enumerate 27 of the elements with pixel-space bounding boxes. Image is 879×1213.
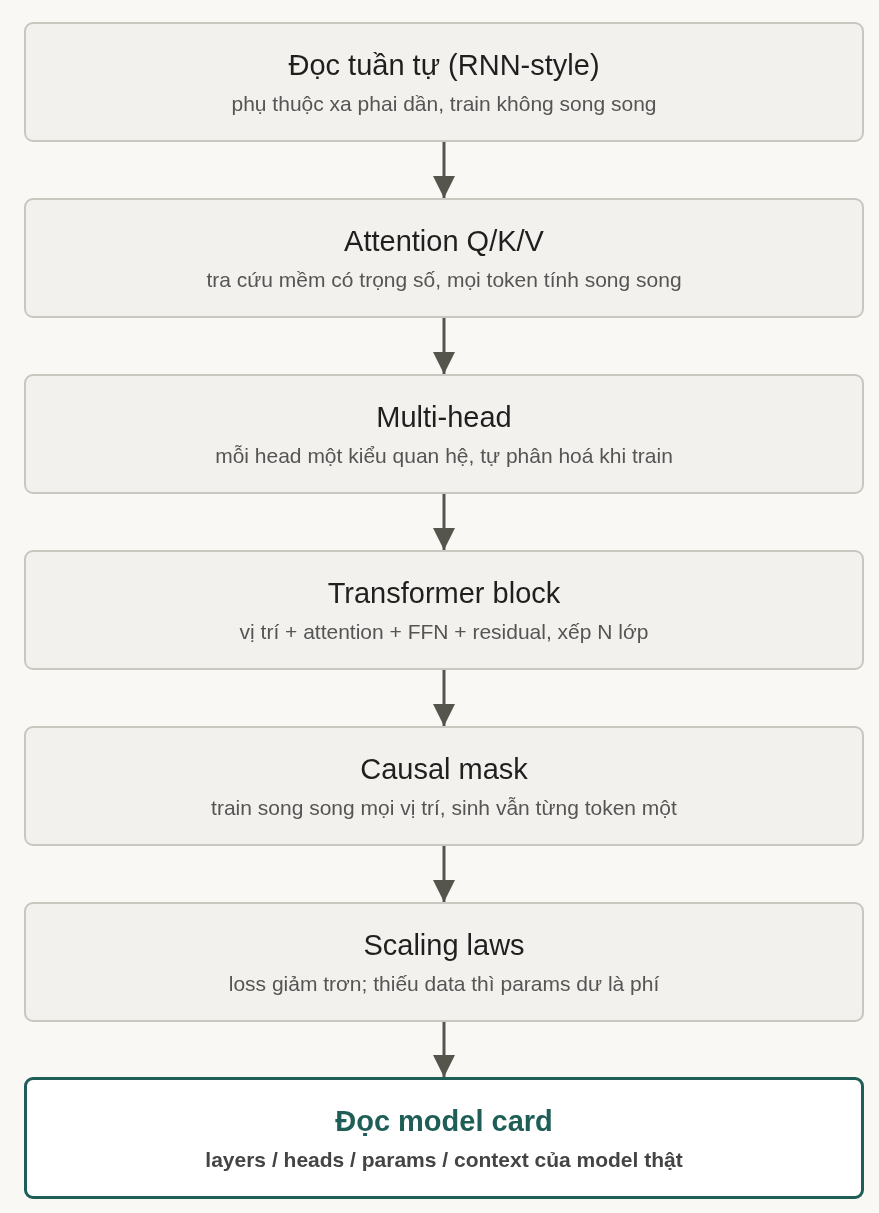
box-description: train song song mọi vị trí, sinh vẫn từng token một [211, 795, 677, 821]
process-box [24, 374, 864, 494]
box-description: phụ thuộc xa phai dần, train không song song [231, 91, 657, 117]
box-title: Transformer block [327, 575, 561, 611]
arrow [433, 318, 455, 374]
box-title: Đọc tuần tự (RNN-style) [288, 47, 600, 83]
arrow [433, 142, 455, 198]
box-title: Multi-head [376, 399, 512, 435]
arrow [433, 494, 455, 550]
arrow [433, 1022, 455, 1077]
process-box [24, 726, 864, 846]
box-description: mỗi head một kiểu quan hệ, tự phân hoá khi train [215, 443, 673, 469]
box-title: Đọc model card [335, 1103, 553, 1139]
process-box [24, 902, 864, 1022]
box-title: Causal mask [360, 751, 528, 787]
process-box [24, 198, 864, 318]
process-box [24, 550, 864, 670]
box-title: Scaling laws [363, 927, 525, 963]
box-description: tra cứu mềm có trọng số, mọi token tính song song [206, 267, 682, 293]
box-description: vị trí + attention + FFN + residual, xếp N lớp [239, 619, 649, 645]
box-description: loss giảm trơn; thiếu data thì params dư là phí [228, 971, 660, 997]
box-title: Attention Q/K/V [344, 223, 544, 259]
process-box [24, 22, 864, 142]
arrow [433, 670, 455, 726]
box-description: layers / heads / params / context của model thật [205, 1147, 683, 1173]
highlight-box [24, 1077, 864, 1199]
arrow [433, 846, 455, 902]
